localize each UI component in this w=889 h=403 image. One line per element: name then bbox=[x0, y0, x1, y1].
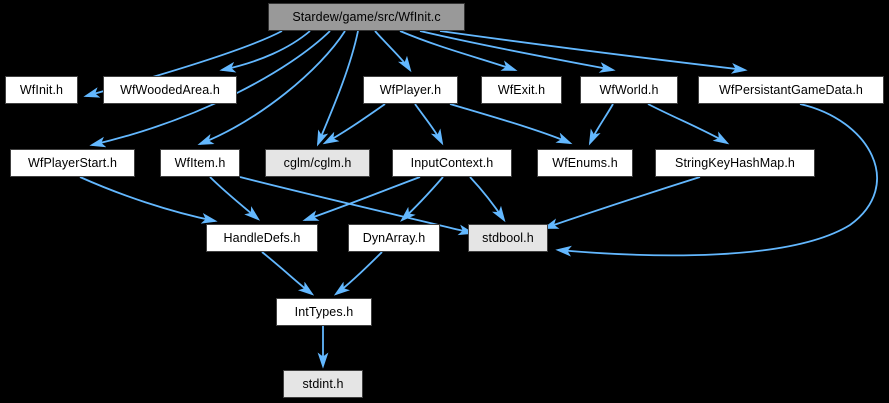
node-inttypes[interactable]: IntTypes.h bbox=[276, 298, 372, 326]
node-strmap[interactable]: StringKeyHashMap.h bbox=[655, 149, 815, 177]
node-wfenums[interactable]: WfEnums.h bbox=[537, 149, 633, 177]
node-wfexit[interactable]: WfExit.h bbox=[481, 76, 562, 104]
edge-wfpstart-to-handledefs bbox=[79, 176, 218, 224]
edge-root-to-wfworld bbox=[419, 30, 616, 73]
node-wfworld[interactable]: WfWorld.h bbox=[580, 76, 678, 104]
node-stdint[interactable]: stdint.h bbox=[283, 370, 363, 398]
node-wfitem[interactable]: WfItem.h bbox=[160, 149, 240, 177]
edge-root-to-wfitem bbox=[197, 30, 346, 146]
node-label: WfPersistantGameData.h bbox=[719, 82, 863, 97]
node-label: WfEnums.h bbox=[552, 155, 618, 170]
node-label: WfWoodedArea.h bbox=[120, 82, 220, 97]
node-dynarray[interactable]: DynArray.h bbox=[348, 224, 440, 252]
edge-inputctx-to-handledefs bbox=[302, 176, 421, 221]
node-root[interactable]: Stardew/game/src/WfInit.c bbox=[268, 3, 465, 31]
edge-inputctx-to-stdbool bbox=[469, 176, 506, 223]
edge-root-to-wfexit bbox=[399, 30, 518, 71]
node-label: IntTypes.h bbox=[294, 304, 354, 319]
edge-wfplayer-to-wfenums bbox=[449, 103, 573, 145]
edge-inputctx-to-dynarray bbox=[400, 176, 444, 222]
node-label: InputContext.h bbox=[410, 155, 494, 170]
node-wfpstart[interactable]: WfPlayerStart.h bbox=[10, 149, 135, 177]
edge-wfplayer-to-inputctx bbox=[414, 103, 444, 146]
node-wfplayer[interactable]: WfPlayer.h bbox=[363, 76, 458, 104]
node-label: WfItem.h bbox=[174, 155, 226, 170]
edge-dynarray-to-inttypes bbox=[333, 251, 383, 296]
node-label: stdbool.h bbox=[482, 230, 534, 245]
edge-wfworld-to-wfenums bbox=[588, 103, 614, 146]
node-label: WfPlayer.h bbox=[379, 82, 442, 97]
edge-root-to-wfplayer bbox=[374, 30, 412, 73]
node-handledefs[interactable]: HandleDefs.h bbox=[206, 224, 318, 252]
edge-strmap-to-stdbool bbox=[542, 176, 701, 229]
edge-group bbox=[79, 30, 878, 369]
node-label: DynArray.h bbox=[362, 230, 426, 245]
edge-wfitem-to-stdbool bbox=[239, 176, 475, 236]
node-label: Stardew/game/src/WfInit.c bbox=[292, 9, 441, 24]
node-inputctx[interactable]: InputContext.h bbox=[392, 149, 512, 177]
node-label: StringKeyHashMap.h bbox=[675, 155, 795, 170]
edge-wfworld-to-strmap bbox=[647, 103, 730, 145]
node-wfpersist[interactable]: WfPersistantGameData.h bbox=[698, 76, 884, 104]
node-label: HandleDefs.h bbox=[223, 230, 301, 245]
edge-root-to-wfwooded bbox=[219, 30, 311, 73]
edge-root-to-cglm bbox=[316, 30, 359, 147]
node-stdbool[interactable]: stdbool.h bbox=[468, 224, 548, 252]
edge-wfpersist-to-stdbool bbox=[555, 103, 878, 257]
edge-wfplayer-to-cglm bbox=[322, 103, 386, 145]
node-cglm[interactable]: cglm/cglm.h bbox=[265, 149, 370, 177]
edge-wfitem-to-handledefs bbox=[209, 176, 261, 221]
node-label: cglm/cglm.h bbox=[283, 155, 352, 170]
node-wfinit[interactable]: WfInit.h bbox=[5, 76, 78, 104]
edge-root-to-wfpersist bbox=[439, 30, 748, 74]
node-wfwooded[interactable]: WfWoodedArea.h bbox=[103, 76, 237, 104]
edge-handledefs-to-inttypes bbox=[261, 251, 315, 296]
node-label: WfInit.h bbox=[19, 82, 64, 97]
node-label: WfPlayerStart.h bbox=[27, 155, 118, 170]
node-label: stdint.h bbox=[302, 376, 344, 391]
node-label: WfExit.h bbox=[497, 82, 546, 97]
node-label: WfWorld.h bbox=[599, 82, 659, 97]
